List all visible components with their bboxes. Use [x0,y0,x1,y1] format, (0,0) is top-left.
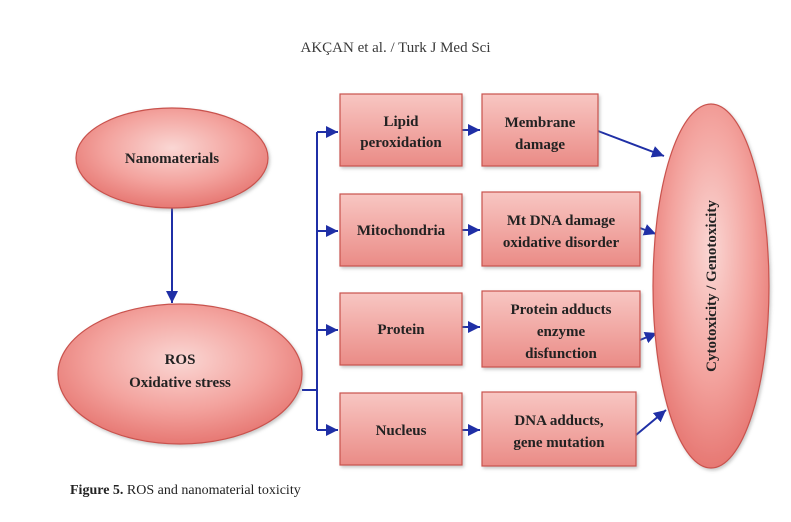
outcome-label: Cytotoxicity / Genotoxicity [704,200,720,372]
dna-adducts-node: DNA adducts, gene mutation [481,391,637,467]
svg-text:Nucleus: Nucleus [376,423,427,439]
nucleus-node: Nucleus [339,392,463,466]
ros-node: ROS Oxidative stress [57,303,303,445]
figure-label: Figure 5. [70,483,124,498]
oxidative-stress-label: Oxidative stress [129,375,231,391]
svg-text:enzyme: enzyme [537,324,586,340]
svg-text:DNA adducts,: DNA adducts, [514,413,603,429]
arrow-dna-to-outcome [635,409,667,436]
svg-text:Mitochondria: Mitochondria [357,223,446,239]
figure-caption-text: ROS and nanomaterial toxicity [126,483,301,498]
nanomaterials-node: Nanomaterials [75,107,269,209]
svg-text:Membrane: Membrane [505,115,576,131]
svg-text:oxidative disorder: oxidative disorder [503,235,620,251]
figure-caption: Figure 5. ROS and nanomaterial toxicity [70,483,301,499]
branch-trunk [302,132,318,430]
cytotoxicity-genotoxicity-node: Cytotoxicity / Genotoxicity [652,103,770,469]
mt-dna-damage-node: Mt DNA damage oxidative disorder [481,191,641,267]
membrane-damage-node: Membrane damage [481,93,599,167]
lipid-peroxidation-node: Lipid peroxidation [339,93,463,167]
svg-text:damage: damage [515,137,565,153]
protein-node: Protein [339,292,463,366]
svg-text:peroxidation: peroxidation [360,135,442,151]
ros-label: ROS [165,352,196,368]
svg-text:Protein adducts: Protein adducts [511,302,612,318]
svg-text:Mt DNA damage: Mt DNA damage [507,213,616,229]
svg-text:Lipid: Lipid [383,114,419,130]
mitochondria-node: Mitochondria [339,193,463,267]
nanomaterials-label: Nanomaterials [125,151,219,167]
connectors [166,124,667,436]
protein-adducts-node: Protein adducts enzyme disfunction [481,290,641,368]
arrow-membrane-to-outcome [597,130,665,158]
arrow-adducts-to-outcome [639,332,658,344]
svg-text:disfunction: disfunction [525,346,597,362]
arrow-mtdna-to-outcome [639,224,657,236]
svg-text:Protein: Protein [377,322,425,338]
running-head: AKÇAN et al. / Turk J Med Sci [300,40,491,56]
svg-text:gene mutation: gene mutation [513,435,605,451]
